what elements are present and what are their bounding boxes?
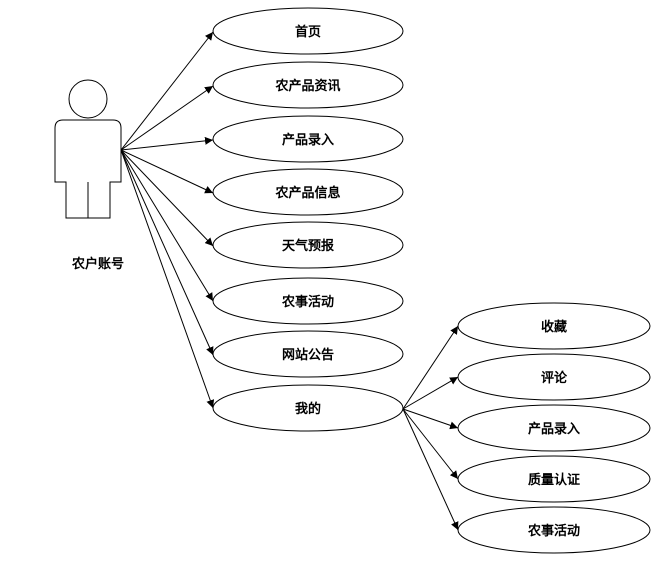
use-case-label: 我的 — [295, 401, 321, 417]
assoc-favorites — [402, 325, 459, 410]
user-actor-icon — [54, 79, 122, 219]
use-case-favorites[interactable]: 收藏 — [457, 302, 651, 350]
use-case-announcements[interactable]: 网站公告 — [212, 330, 404, 378]
use-case-product-info[interactable]: 农产品信息 — [212, 168, 404, 216]
use-case-my-farm-events[interactable]: 农事活动 — [457, 506, 651, 554]
assoc-product-entry — [120, 136, 214, 151]
mine-associations — [402, 325, 459, 531]
assoc-weather — [120, 149, 214, 247]
use-case-mine[interactable]: 我的 — [212, 384, 404, 432]
use-case-label: 首页 — [295, 24, 321, 40]
assoc-announcements — [120, 149, 214, 356]
use-case-label: 质量认证 — [528, 472, 580, 488]
use-case-label: 天气预报 — [282, 238, 335, 254]
assoc-news — [120, 85, 214, 151]
use-case-label: 收藏 — [541, 319, 567, 335]
use-case-my-product-entry[interactable]: 产品录入 — [457, 404, 651, 452]
assoc-product-info — [120, 149, 214, 194]
actor: 农户账号 — [54, 79, 124, 272]
actor-associations — [120, 31, 215, 409]
use-case-home[interactable]: 首页 — [212, 7, 404, 55]
assoc-my-product-entry — [402, 408, 459, 430]
use-case-comments[interactable]: 评论 — [457, 353, 651, 401]
assoc-mine — [120, 149, 215, 409]
assoc-quality-cert — [402, 408, 459, 480]
use-case-product-entry[interactable]: 产品录入 — [212, 115, 404, 163]
use-case-label: 产品录入 — [282, 132, 334, 148]
use-case-label: 产品录入 — [528, 421, 580, 437]
use-case-weather[interactable]: 天气预报 — [212, 221, 404, 269]
use-case-label: 农产品信息 — [274, 185, 340, 201]
actor-label: 农户账号 — [71, 256, 124, 272]
assoc-farm-events — [120, 149, 214, 302]
use-case-label: 农事活动 — [527, 523, 580, 539]
use-case-quality-cert[interactable]: 质量认证 — [457, 455, 651, 503]
use-case-label: 网站公告 — [282, 347, 334, 363]
assoc-home — [120, 31, 214, 151]
assoc-comments — [402, 376, 459, 410]
use-case-label: 农事活动 — [281, 294, 334, 310]
use-case-news[interactable]: 农产品资讯 — [212, 61, 404, 109]
use-case-label: 评论 — [541, 370, 568, 386]
use-case-farm-events[interactable]: 农事活动 — [212, 277, 404, 325]
use-case-label: 农产品资讯 — [274, 78, 340, 94]
assoc-my-farm-events — [402, 408, 459, 531]
